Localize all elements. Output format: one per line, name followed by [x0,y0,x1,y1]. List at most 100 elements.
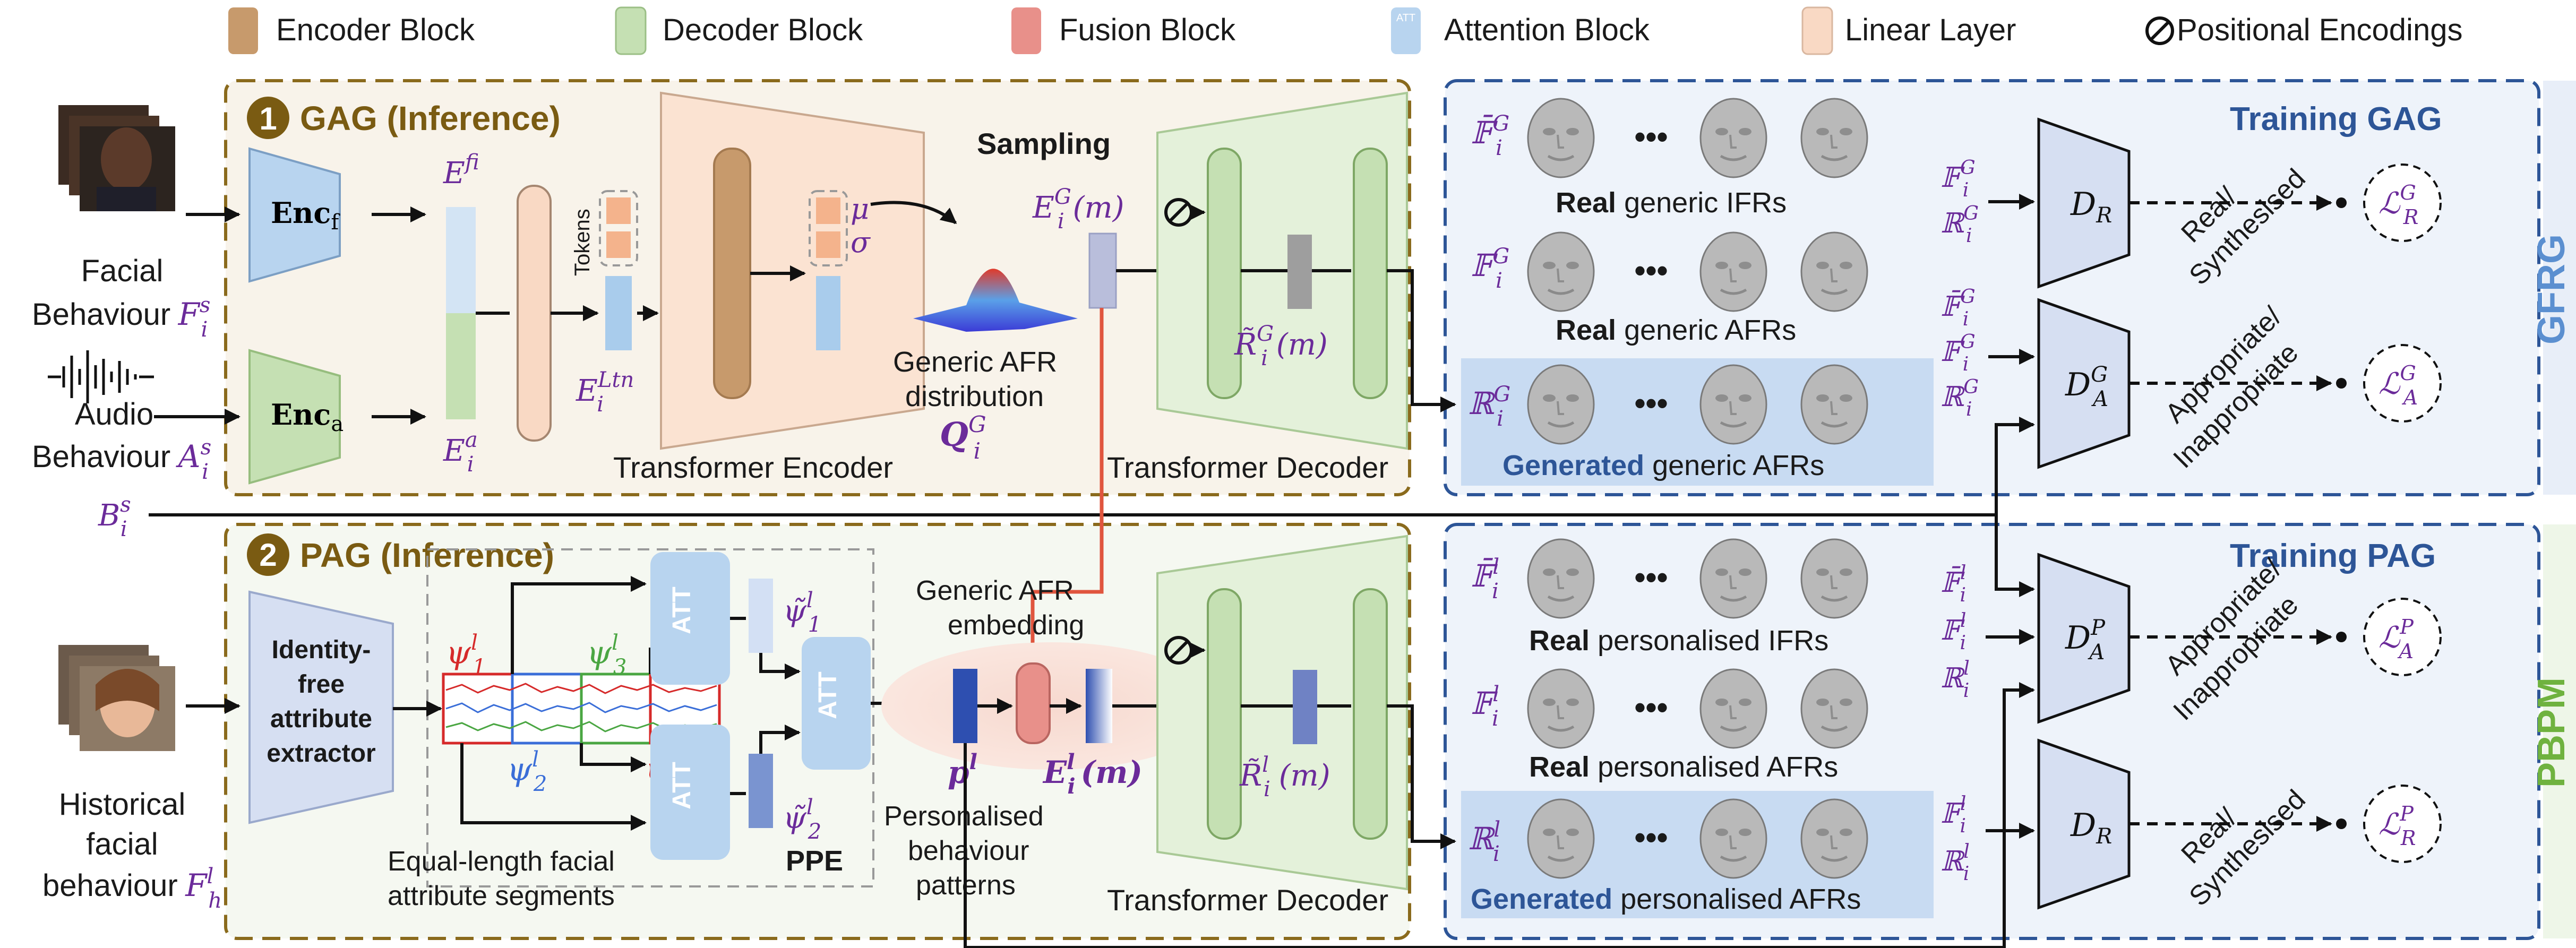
encoder-f-block [248,147,341,283]
pbpm-side-label: PBPM [2530,677,2573,788]
gag-d-r-discriminator [2037,117,2131,289]
gag-decoder-layer-2 [1353,148,1388,399]
svg-text:•••: ••• [1634,119,1668,154]
training-gag-title: Training GAG [2230,101,2442,137]
tg-row1-caption: Real generic IFRs [1556,187,1787,219]
e-l-bar [1086,669,1112,743]
e-f-symbol: Efi [443,150,479,191]
tp-loss-1-circle [2363,598,2442,676]
tp-row2-caption: Real personalised AFRs [1529,751,1838,783]
tg-row3-caption: Generated generic AFRs [1502,450,1824,481]
sampling-label: Sampling [977,127,1111,160]
embedding-line-1: Generic AFR [916,575,1074,606]
p-l-bar [953,669,977,743]
gag-title: 1 GAG (Inference) [247,97,561,139]
pbpm-side-bg [2543,524,2576,938]
gag-d-a-discriminator [2037,298,2131,469]
att-block-1-label: ATT [668,587,696,634]
pag-transformer-decoder-label: Transformer Decoder [1107,883,1388,917]
legend-fusion-swatch [1011,7,1041,54]
transformer-encoder-core [713,148,751,399]
historical-facial-thumbnail [58,645,175,751]
tp-row1-faces: ••• [1528,539,1867,618]
svg-text:•••: ••• [1634,820,1668,855]
feature-ef-bar [446,207,476,313]
att-block-2[interactable] [650,725,730,860]
tg-row2-faces: ••• [1528,232,1867,311]
training-pag-title: Training PAG [2230,538,2436,574]
pag-step-number: 2 [259,537,277,573]
gag-linear-layer [517,185,552,442]
audio-waveform-icon [48,350,154,403]
svg-text:•••: ••• [1634,690,1668,725]
gag-decoder-layer-1 [1207,148,1242,399]
latent-embedding-bar [605,276,632,350]
embedding-line-2: embedding [948,610,1084,641]
att-block-1[interactable] [650,552,730,685]
gag-step-number: 1 [259,101,277,136]
pag-d-a-discriminator [2037,553,2131,724]
ppe-region [426,548,874,887]
mu-token [816,197,840,224]
legend-linear-label: Linear Layer [1845,13,2016,47]
encoder-output-bar [816,276,840,350]
audio-label: Audio [75,397,153,432]
extractor-line-1: Identity- [272,636,371,664]
pag-title-text: PAG (Inference) [300,536,554,574]
tp-loss-2-circle [2363,785,2442,863]
legend-decoder-swatch [615,6,647,55]
legend-attention-label: Attention Block [1444,13,1650,47]
att-block-3[interactable] [802,637,871,770]
tp-row2-faces: ••• [1528,669,1867,748]
extractor-line-2: free [298,670,345,699]
generic-embedding-link [1023,308,1104,663]
pag-decoder-layer-1 [1207,588,1242,840]
gaussian-distribution-icon [913,269,1078,332]
svg-text:•••: ••• [1634,253,1668,288]
gfrg-side-label: GFRG [2530,234,2573,344]
encoder-f-label: Encf [271,196,340,235]
psi-tilde-2-bar [749,754,773,828]
token-2 [606,231,631,258]
fusion-block [1016,662,1051,744]
tp-row3-faces: ••• [1528,799,1867,878]
gag-decoder-mid-bar [1287,235,1312,309]
extractor-line-4: extractor [267,739,375,768]
tg-row1-faces: ••• [1528,99,1867,177]
transformer-encoder-label: Transformer Encoder [613,451,893,484]
gag-title-text: GAG (Inference) [300,99,561,137]
tp-row1-caption: Real personalised IFRs [1529,625,1828,657]
sigma-token [816,231,840,258]
positional-encoding-icon [2145,16,2174,45]
tokens-dashed-group [599,190,638,266]
patterns-line-2: behaviour [908,835,1029,866]
legend-fusion-label: Fusion Block [1059,13,1236,47]
gag-d-r-label: DR [2070,186,2112,228]
legend-attention-icon-text: ATT [1396,12,1415,24]
tg-loss-1-circle [2363,163,2442,242]
